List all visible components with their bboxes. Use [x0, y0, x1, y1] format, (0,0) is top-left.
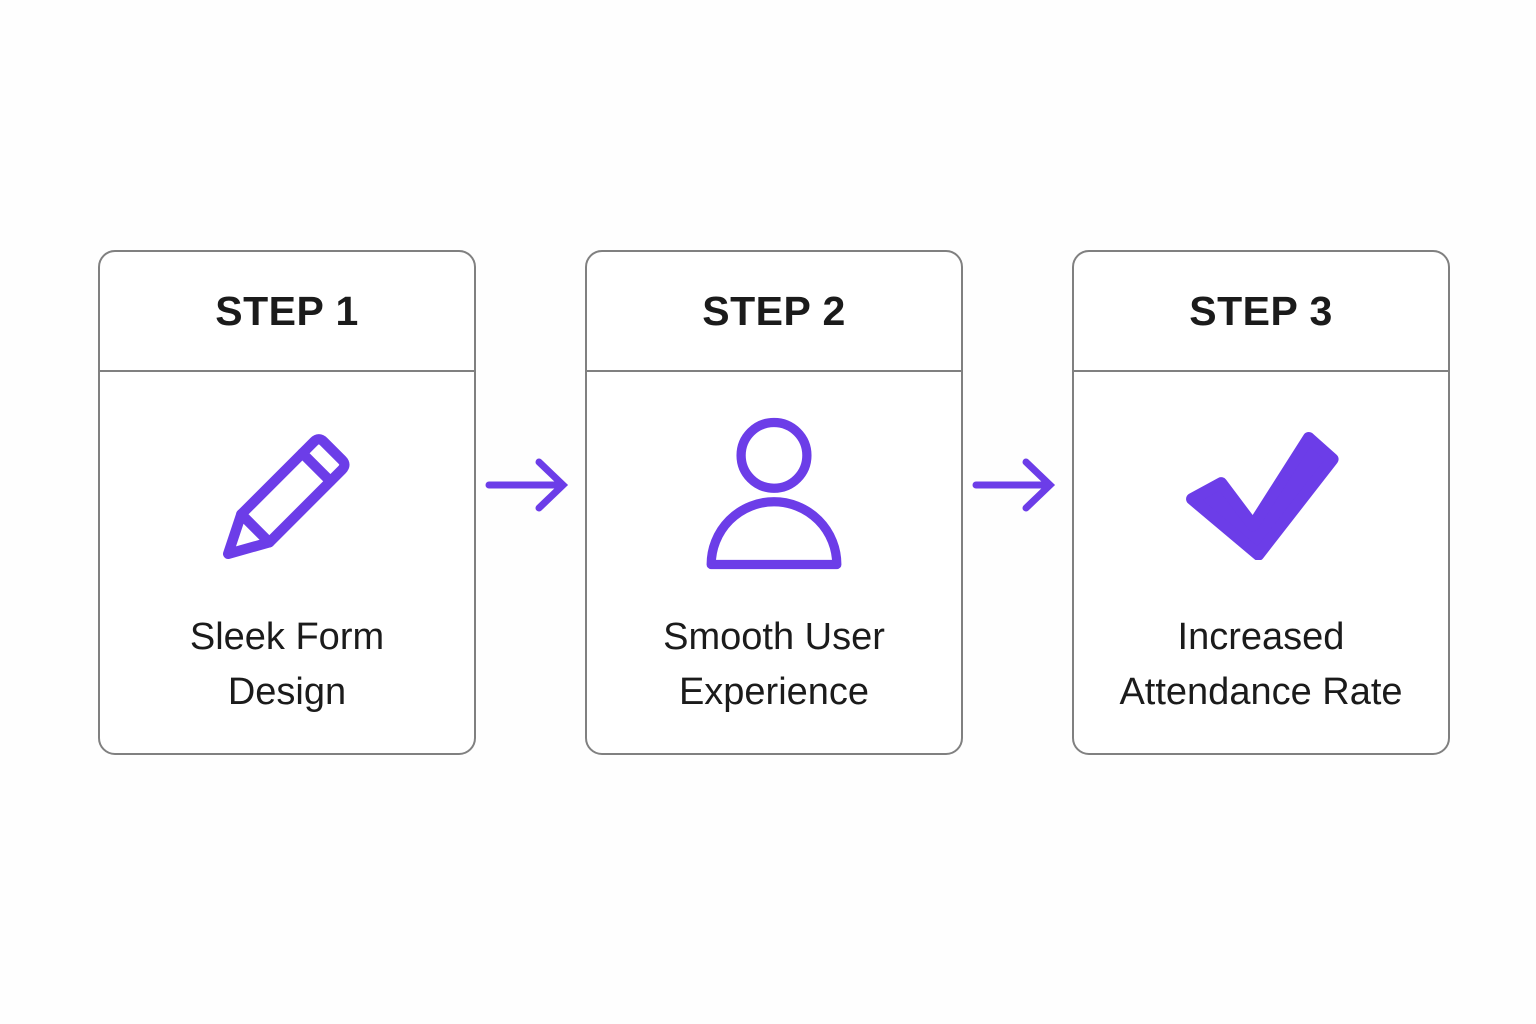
step-card-1[interactable]: STEP 1 Sleek Form Design: [98, 250, 476, 755]
step-card-1-caption: Sleek Form Design: [114, 610, 460, 720]
step-card-3-caption-line-2: Attendance Rate: [1119, 671, 1403, 713]
check-icon: [1074, 412, 1448, 577]
step-card-2-caption-line-1: Smooth User: [663, 616, 885, 658]
arrow-right-icon-2: [970, 455, 1066, 515]
pencil-icon: [100, 412, 474, 577]
step-card-3-header: STEP 3: [1074, 252, 1448, 372]
step-card-2[interactable]: STEP 2 Smooth User Experience: [585, 250, 963, 755]
step-card-2-body: Smooth User Experience: [587, 372, 961, 753]
step-card-3-body: Increased Attendance Rate: [1074, 372, 1448, 753]
person-icon: [587, 412, 961, 577]
step-card-1-title: STEP 1: [215, 287, 359, 334]
arrow-right-icon-1: [483, 455, 579, 515]
step-card-2-caption-line-2: Experience: [678, 671, 870, 713]
step-card-3[interactable]: STEP 3 Increased Attendance Rate: [1072, 250, 1450, 755]
step-card-3-caption: Increased Attendance Rate: [1088, 610, 1434, 720]
step-card-2-title: STEP 2: [702, 287, 846, 334]
step-card-1-header: STEP 1: [100, 252, 474, 372]
step-card-2-header: STEP 2: [587, 252, 961, 372]
step-card-2-caption: Smooth User Experience: [601, 610, 947, 720]
step-card-3-title: STEP 3: [1189, 287, 1333, 334]
step-card-1-caption-line-2: Design: [227, 671, 347, 713]
step-card-3-caption-line-1: Increased: [1177, 616, 1345, 658]
step-card-1-body: Sleek Form Design: [100, 372, 474, 753]
step-card-1-caption-line-1: Sleek Form: [189, 616, 385, 658]
